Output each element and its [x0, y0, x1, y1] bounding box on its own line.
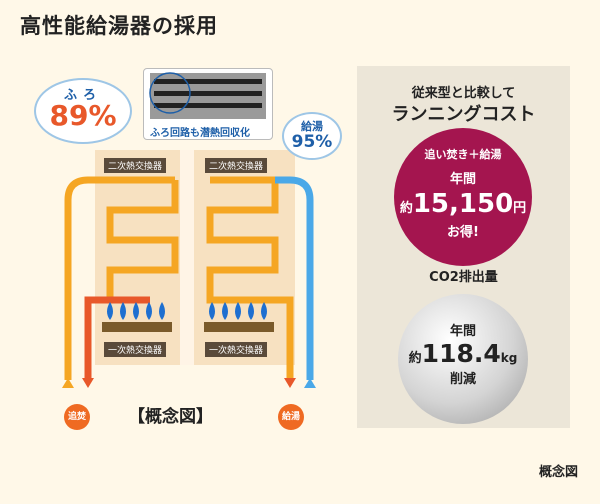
water-heater-diagram: ふろ回路も潜熱回収化 ふろ 89% 給湯 95% 二次熱交換器 二次熱交換器 一… — [34, 68, 342, 430]
left-return-pipe — [84, 296, 150, 380]
left-burner — [102, 322, 172, 332]
co2-value-row: 約118.4kg — [398, 339, 528, 368]
diagram-caption: 【概念図】 — [128, 407, 213, 427]
footnote: 概念図 — [538, 465, 578, 480]
reheat-down-arrow-icon — [82, 378, 94, 388]
cost-value-row: 約15,150円 — [394, 189, 532, 219]
kyuto-pct: 95% — [291, 132, 333, 152]
secondary-exchanger-left: 二次熱交換器 — [104, 158, 167, 173]
diagram-artwork — [62, 150, 316, 388]
page-title: 高性能給湯器の採用 — [20, 14, 218, 38]
right-burner — [204, 322, 274, 332]
hotwater-up-arrow-icon — [304, 378, 316, 388]
kyuto-efficiency-bubble: 給湯 95% — [282, 112, 342, 160]
co2-heading: CO2排出量 — [429, 270, 498, 285]
frame-divider — [180, 150, 194, 365]
furo-label: ふろ — [63, 88, 102, 103]
hotwater-down-arrow-icon — [284, 378, 296, 388]
callout-text: ふろ回路も潜熱回収化 — [150, 128, 250, 139]
co2-line-1: 年間 — [449, 324, 476, 339]
left-flames-icon — [107, 302, 165, 320]
running-cost-panel: 従来型と比較して ランニングコスト 追い焚き＋給湯 年間 約15,150円 お得… — [357, 66, 570, 428]
reheat-up-arrow-icon — [62, 378, 74, 388]
cost-line-2: 年間 — [449, 172, 476, 187]
kyuto-label: 給湯 — [301, 120, 323, 133]
panel-heading-1: 従来型と比較して — [411, 86, 516, 101]
right-coil-pipe — [206, 176, 294, 380]
furo-pct: 89% — [49, 99, 117, 132]
panel-heading-2: ランニングコスト — [391, 104, 536, 125]
cost-saving-circle: 追い焚き＋給湯 年間 約15,150円 お得! — [394, 128, 532, 266]
co2-line-3: 削減 — [449, 372, 476, 387]
furo-efficiency-bubble: ふろ 89% — [34, 78, 132, 144]
cost-line-4: お得! — [447, 225, 479, 240]
primary-exchanger-right: 一次熱交換器 — [205, 342, 268, 357]
reheat-badge: 追焚 — [64, 404, 90, 430]
co2-value: 118.4 — [421, 339, 501, 368]
hotwater-badge: 給湯 — [278, 404, 304, 430]
right-cold-pipe — [275, 176, 314, 380]
cost-prefix: 約 — [399, 201, 413, 216]
secondary-exchanger-right: 二次熱交換器 — [205, 158, 268, 173]
co2-prefix: 約 — [408, 351, 422, 366]
secondary-exchanger-zoom — [149, 72, 266, 119]
left-coil-pipe — [106, 180, 179, 304]
latent-heat-callout — [143, 68, 273, 140]
right-flames-icon — [209, 302, 267, 320]
co2-unit: kg — [500, 351, 518, 365]
cost-value: 15,150 — [412, 189, 514, 219]
co2-reduction-circle: 年間 約118.4kg 削減 — [398, 294, 528, 424]
cost-unit: 円 — [513, 201, 527, 216]
primary-exchanger-left: 一次熱交換器 — [104, 342, 167, 357]
left-supply-pipe — [64, 176, 175, 380]
cost-line-1: 追い焚き＋給湯 — [424, 148, 502, 161]
